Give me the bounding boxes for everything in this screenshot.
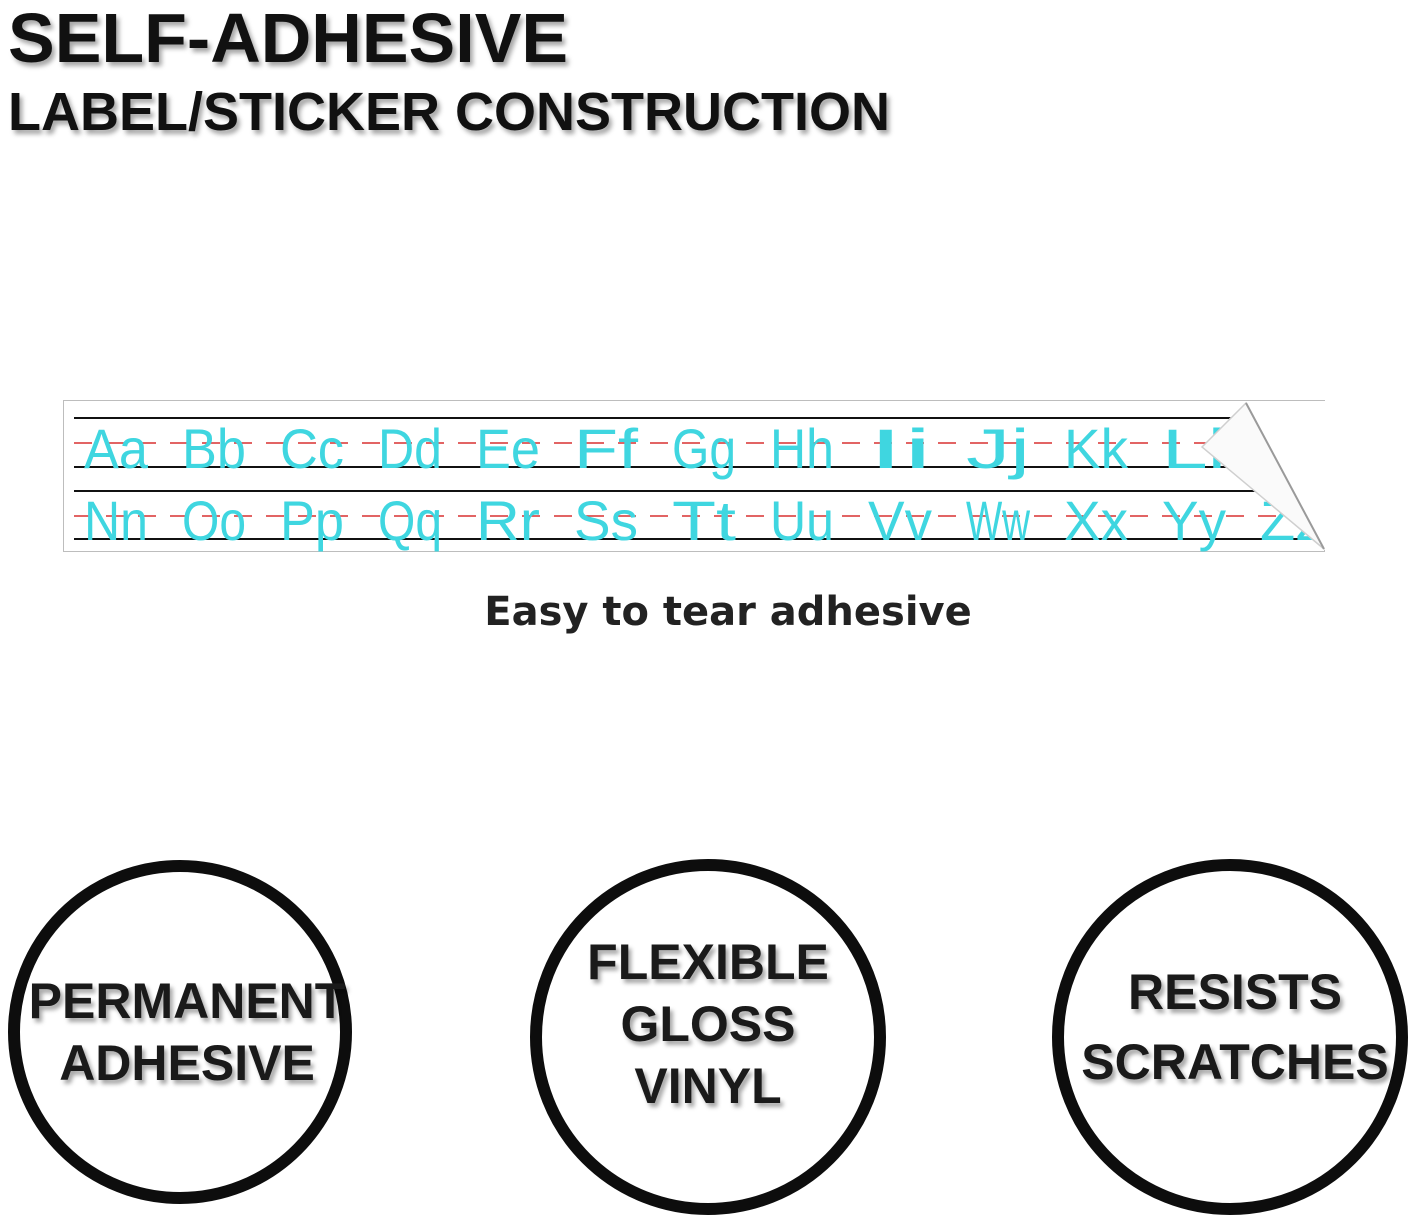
caption: Easy to tear adhesive bbox=[484, 589, 972, 635]
letter-pair: Yy bbox=[1162, 489, 1226, 552]
letter-pair: Ii bbox=[868, 417, 932, 480]
page-title: SELF-ADHESIVE bbox=[8, 0, 569, 77]
badge-line: RESISTS bbox=[1128, 964, 1342, 1020]
letter-pair: Nn bbox=[84, 489, 148, 552]
badge-resists-scratches: RESISTS SCRATCHES bbox=[1052, 859, 1408, 1215]
badge-line: SCRATCHES bbox=[1081, 1034, 1389, 1090]
letter-pair: Tt bbox=[672, 489, 737, 552]
badge-text: RESISTS SCRATCHES bbox=[1060, 871, 1410, 1203]
letter-pair: Kk bbox=[1064, 417, 1129, 480]
badge-line: PERMANENT bbox=[28, 973, 346, 1029]
letter-pair: Hh bbox=[770, 417, 834, 480]
badge-text: PERMANENT ADHESIVE bbox=[10, 872, 364, 1192]
letter-pair: Xx bbox=[1064, 489, 1128, 552]
letter-pair: Ff bbox=[574, 417, 639, 480]
letter-pair: Oo bbox=[182, 489, 246, 552]
letter-pair: Bb bbox=[182, 417, 246, 480]
letter-pair: Ee bbox=[476, 417, 540, 480]
letter-pair: Aa bbox=[84, 417, 149, 480]
letter-pair: Vv bbox=[868, 489, 932, 552]
badge-line: GLOSS bbox=[620, 996, 796, 1052]
badge-flexible-gloss-vinyl: FLEXIBLE GLOSS VINYL bbox=[530, 859, 886, 1215]
letter-pair: Jj bbox=[966, 417, 1030, 480]
letter-pair: Ss bbox=[574, 489, 638, 552]
letter-pair: Rr bbox=[476, 489, 540, 552]
badge-line: VINYL bbox=[634, 1058, 782, 1114]
peel-edge bbox=[1245, 402, 1325, 550]
letter-pair: Qq bbox=[378, 489, 442, 552]
page-subtitle: LABEL/STICKER CONSTRUCTION bbox=[8, 82, 890, 142]
letter-pair: Pp bbox=[280, 489, 344, 552]
badge-text: FLEXIBLE GLOSS VINYL bbox=[542, 871, 874, 1203]
letter-pair: Uu bbox=[770, 489, 834, 552]
badge-line: FLEXIBLE bbox=[587, 934, 829, 990]
letter-pair: Dd bbox=[378, 417, 442, 480]
letter-pair: Cc bbox=[280, 417, 344, 480]
letter-pair: Gg bbox=[672, 417, 736, 480]
letter-pair: Ww bbox=[966, 489, 1030, 552]
badge-line: ADHESIVE bbox=[59, 1035, 315, 1091]
badge-permanent-adhesive: PERMANENT ADHESIVE bbox=[8, 860, 352, 1204]
